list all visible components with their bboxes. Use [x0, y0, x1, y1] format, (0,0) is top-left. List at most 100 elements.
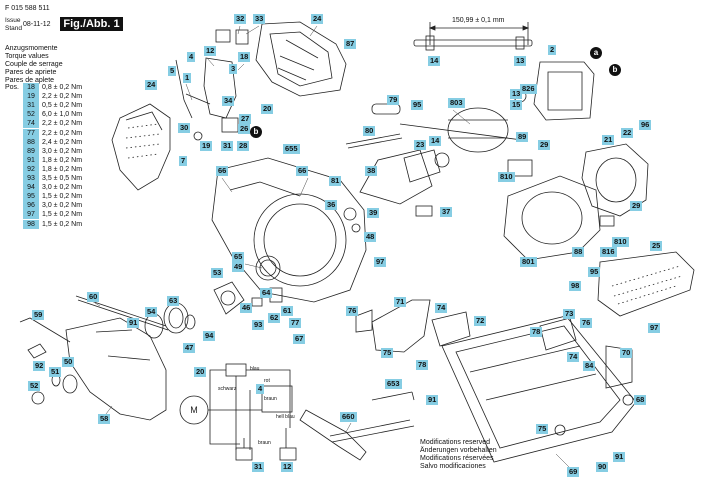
part-number-label: 61 [281, 306, 294, 316]
part-number-label: 47 [183, 343, 196, 353]
part-number-label: 92 [33, 361, 46, 371]
part-number-label: 14 [428, 56, 441, 66]
torque-value: 1,8 ± 0,2 Nm [42, 156, 83, 164]
part-number-label: 94 [203, 331, 216, 341]
modifications-de: Änderungen vorbehalten [420, 447, 497, 454]
part-number-label: 97 [648, 323, 661, 333]
part-number-label: 810 [612, 237, 629, 247]
part-number-label: 2 [548, 45, 557, 55]
motor-housing-part [211, 157, 367, 303]
part-number-label: 63 [167, 296, 180, 306]
part-number-label: 27 [239, 114, 252, 124]
part-number-label: 80 [363, 126, 376, 136]
part-number-label: 33 [253, 14, 266, 24]
wire-label-blue: blau [250, 366, 260, 372]
modifications-note: Modifications reserved Änderungen vorbeh… [420, 439, 497, 471]
part-number-label: 5 [168, 66, 177, 76]
part-number-label: 34 [222, 96, 235, 106]
torque-position: 74 [23, 119, 39, 129]
part-number-label: 655 [283, 144, 300, 154]
rear-handle-part [597, 251, 695, 317]
torque-position: 93 [23, 174, 39, 183]
part-number-label: 826 [520, 84, 537, 94]
part-number-label: 75 [381, 348, 394, 358]
torque-position: 98 [23, 219, 39, 229]
part-number-label: 93 [252, 320, 265, 330]
motor-symbol-text: M [190, 405, 198, 415]
part-number-label: 76 [580, 318, 593, 328]
part-number-label: 84 [583, 361, 596, 371]
part-number-label: 52 [28, 381, 41, 391]
connection-marker: b [609, 64, 621, 76]
wire-label-red: rot [264, 378, 270, 384]
torque-position: 18 [23, 83, 39, 92]
part-number-label: 39 [367, 208, 380, 218]
part-number-label: 48 [364, 232, 377, 242]
wire-label-brown: braun [264, 396, 277, 402]
part-number-label: 36 [325, 200, 338, 210]
part-number-label: 73 [563, 309, 576, 319]
part-number-label: 653 [385, 379, 402, 389]
handle-cover-part [111, 103, 171, 191]
modifications-fr: Modifications réservées [420, 455, 494, 462]
switch-assembly-part [175, 29, 249, 141]
part-number-label: 13 [510, 89, 523, 99]
modifications-es: Salvo modificaciones [420, 463, 486, 470]
part-number-label: 97 [374, 257, 387, 267]
part-number-label: 29 [538, 140, 551, 150]
part-number-label: 74 [435, 303, 448, 313]
part-number-label: 60 [87, 292, 100, 302]
issue-date: 08-11-12 [23, 21, 51, 28]
part-number-label: 25 [650, 241, 663, 251]
part-number-label: 12 [281, 462, 294, 472]
part-number-label: 88 [572, 247, 585, 257]
part-number-label: 65 [232, 252, 245, 262]
torque-value: 2,4 ± 0,2 Nm [42, 138, 83, 146]
part-number-label: 91 [613, 452, 626, 462]
torque-title-fr: Couple de serrage [5, 61, 63, 68]
part-number-label: 21 [602, 135, 615, 145]
modifications-en: Modifications reserved [420, 439, 491, 446]
torque-position: 31 [23, 101, 39, 111]
part-number-label: 81 [329, 176, 342, 186]
part-number-label: 70 [620, 348, 633, 358]
torque-value: 0,8 ± 0,2 Nm [42, 84, 83, 91]
part-number-label: 803 [448, 98, 465, 108]
wire-label-black: schwarz [218, 386, 237, 392]
leader-lines [94, 25, 573, 471]
rip-fence-part [299, 391, 415, 461]
wire-label-brown-2: braun [258, 440, 271, 446]
part-number-label: 660 [340, 412, 357, 422]
part-number-label: 75 [536, 424, 549, 434]
part-number-label: 19 [200, 141, 213, 151]
torque-position: 19 [23, 92, 39, 102]
part-number-label: 7 [179, 156, 188, 166]
part-number-label: 24 [311, 14, 324, 24]
part-number-label: 24 [145, 80, 158, 90]
dimension-label: 150,99 ± 0,1 mm [452, 17, 505, 24]
part-number-label: 30 [178, 123, 191, 133]
wiring-schematic [179, 363, 297, 461]
torque-pos-label: Pos. [5, 84, 20, 91]
part-number-label: 46 [240, 303, 253, 313]
part-number-label: 53 [211, 268, 224, 278]
torque-position: 92 [23, 164, 39, 174]
part-number-label: 801 [520, 257, 537, 267]
bevel-bracket-part [355, 299, 471, 353]
torque-position: 89 [23, 146, 39, 156]
part-number-label: 74 [567, 352, 580, 362]
part-number-label: 95 [588, 267, 601, 277]
torque-position: 88 [23, 137, 39, 147]
part-number-label: 26 [238, 124, 251, 134]
torque-position: 91 [23, 155, 39, 165]
shaft-part [413, 35, 533, 51]
